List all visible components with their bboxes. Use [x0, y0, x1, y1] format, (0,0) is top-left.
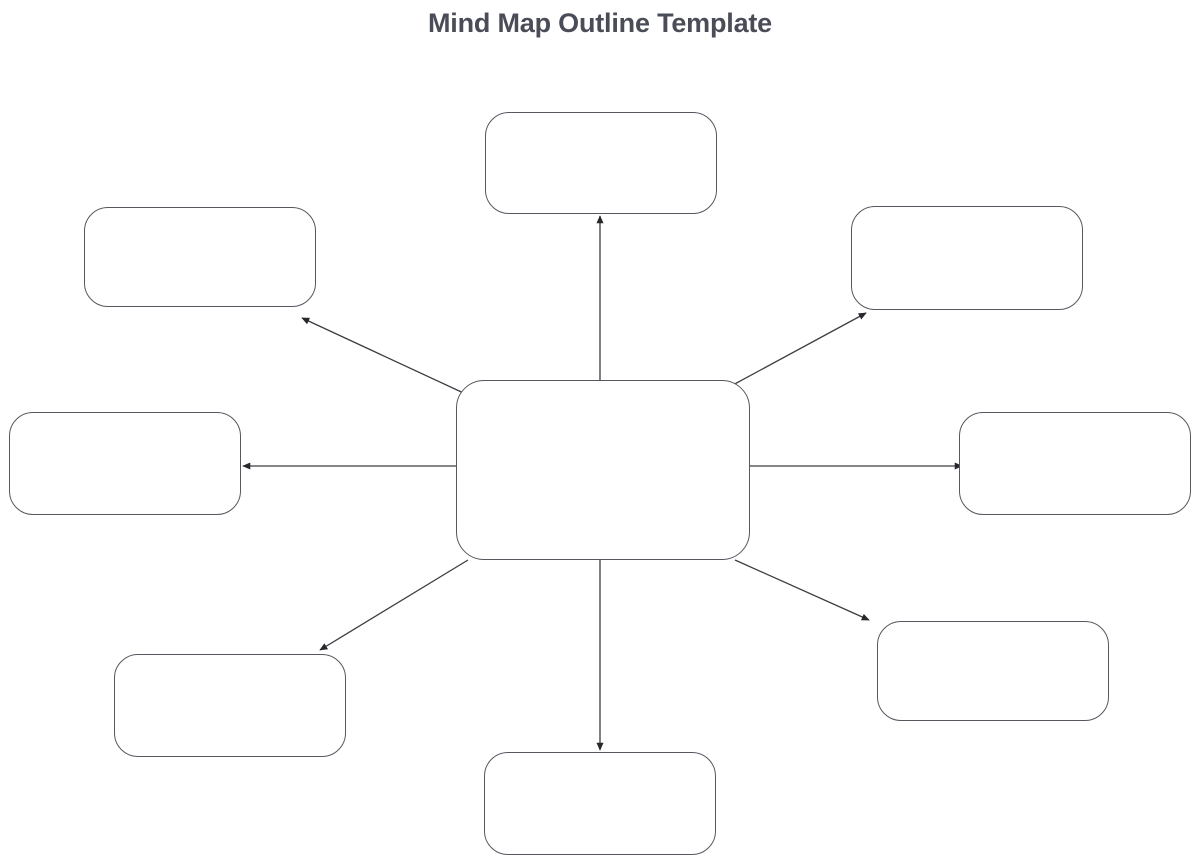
branch-topic-node[interactable]: [9, 412, 241, 515]
branch-topic-node[interactable]: [114, 654, 346, 757]
branch-topic-node[interactable]: [485, 112, 717, 214]
page-title: Mind Map Outline Template: [427, 8, 772, 38]
branch-topic-node[interactable]: [484, 752, 716, 855]
connector-arrow: [301, 317, 471, 397]
branch-topic-node[interactable]: [84, 207, 316, 307]
connector-arrow: [734, 559, 870, 621]
branch-topic-node[interactable]: [851, 206, 1083, 310]
connector-arrow: [319, 559, 469, 651]
branch-topic-node[interactable]: [959, 412, 1191, 515]
connector-arrow: [730, 312, 867, 387]
center-topic-node[interactable]: [456, 380, 750, 560]
branch-topic-node[interactable]: [877, 621, 1109, 721]
